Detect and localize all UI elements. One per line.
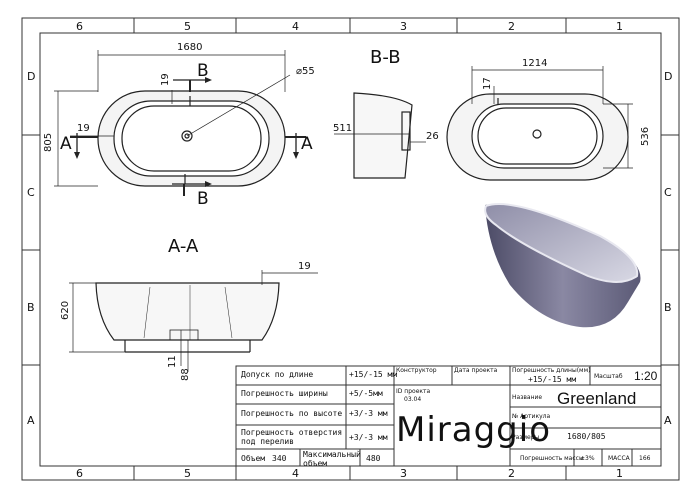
section-marker-a-right: A	[301, 134, 313, 154]
volume-value: 340	[272, 454, 287, 463]
title-block-grid	[235, 365, 662, 467]
dim-wall-26: 26	[426, 131, 439, 142]
article-label: № Артикула	[512, 413, 551, 420]
tol-overflow-label: Погрешность отверстия под перелив	[241, 428, 343, 446]
dim-depth-511: 511	[333, 123, 353, 134]
zone-row-c-right: C	[664, 186, 672, 199]
project-id-value: 03.04	[404, 396, 422, 403]
max-volume-value: 480	[366, 454, 381, 463]
zone-row-b-left: B	[27, 301, 35, 314]
side-view-dims	[334, 133, 426, 143]
tol-height-value: +3/-3 мм	[349, 409, 388, 418]
brand-logo-text: Miraggio	[396, 410, 552, 450]
tol-height-label: Погрешность по высоте	[241, 409, 343, 418]
tol-length-label: Допуск по длине	[241, 370, 314, 379]
zone-col-1-top: 1	[616, 20, 623, 33]
scale-label: Масштаб	[594, 373, 623, 380]
zone-row-d-right: D	[664, 70, 673, 83]
section-aa-dims	[69, 270, 318, 372]
dim-base-88: 88	[180, 368, 191, 381]
zone-col-4-bottom: 4	[292, 467, 299, 480]
section-marker-b-top: B	[197, 61, 209, 81]
top-view-dims	[54, 50, 306, 196]
date-label: Дата проекта	[454, 367, 498, 374]
inner-view	[446, 93, 629, 181]
section-marker-a-left: A	[60, 134, 72, 154]
zone-col-6-bottom: 6	[76, 467, 83, 480]
tol-width-label: Погрешность ширины	[241, 389, 328, 398]
dim-rim-left-19: 19	[77, 123, 90, 134]
section-marker-b-bottom: B	[197, 189, 209, 209]
max-volume-label: Максимальный объем	[303, 450, 361, 468]
mass-tolerance-value: ±3%	[580, 455, 595, 462]
size-value: 1680/805	[567, 432, 606, 441]
zone-col-3-bottom: 3	[400, 467, 407, 480]
zone-row-d-left: D	[27, 70, 36, 83]
size-label: Размеры	[512, 434, 540, 441]
dim-base-11: 11	[167, 355, 178, 368]
section-aa	[95, 282, 280, 353]
side-view-bb	[353, 92, 413, 179]
zone-col-2-bottom: 2	[508, 467, 515, 480]
dim-rim-19: 19	[298, 261, 311, 272]
zone-col-6-top: 6	[76, 20, 83, 33]
name-label: Название	[512, 394, 543, 401]
volume-label: Объем	[241, 454, 266, 463]
inner-view-dims	[471, 66, 633, 169]
dim-length-1680: 1680	[177, 42, 203, 53]
zone-row-a-right: A	[664, 414, 672, 427]
zone-row-c-left: C	[27, 186, 35, 199]
section-title-aa: A-A	[168, 236, 199, 257]
zone-col-5-top: 5	[184, 20, 191, 33]
top-view	[97, 90, 286, 187]
tolerance-value: +15/-15 мм	[528, 375, 577, 384]
render-3d-bathtub	[484, 203, 641, 328]
mass-tolerance-label: Погрешность массы	[520, 455, 584, 462]
zone-ticks	[22, 18, 679, 480]
dim-drain-diameter: ⌀55	[296, 66, 315, 77]
section-title-bb: B-B	[370, 47, 401, 68]
zone-row-a-left: A	[27, 414, 35, 427]
dim-rim-top-19: 19	[160, 73, 171, 86]
product-name: Greenland	[557, 389, 637, 408]
tol-overflow-value: +3/-3 мм	[349, 433, 388, 442]
zone-col-2-top: 2	[508, 20, 515, 33]
zone-row-b-right: B	[664, 301, 672, 314]
mass-label: МАССА	[608, 455, 630, 462]
dim-height-620: 620	[60, 300, 71, 320]
zone-col-1-bottom: 1	[616, 467, 623, 480]
scale-value: 1:20	[634, 369, 658, 383]
tolerance-label: Погрешность длины(мм)	[512, 367, 591, 374]
project-id-label: ID проекта	[396, 388, 431, 395]
dim-width-805: 805	[43, 132, 54, 152]
zone-col-3-top: 3	[400, 20, 407, 33]
mass-value: 166	[639, 455, 651, 462]
dim-inner-rim-17: 17	[482, 77, 493, 90]
tol-length-value: +15/-15 мм	[349, 370, 398, 379]
tol-width-value: +5/-5мм	[349, 389, 383, 398]
dim-inner-width-536: 536	[640, 126, 651, 146]
zone-col-5-bottom: 5	[184, 467, 191, 480]
top-view-arrows	[74, 77, 299, 187]
dim-inner-length-1214: 1214	[522, 58, 548, 69]
zone-col-4-top: 4	[292, 20, 299, 33]
designer-label: Конструктор	[396, 367, 437, 374]
